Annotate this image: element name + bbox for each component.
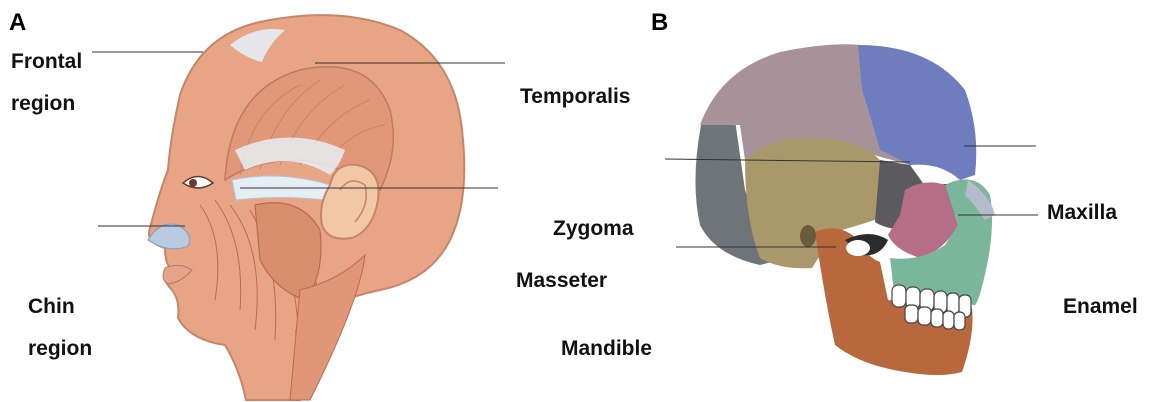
panel-a-letter: A: [9, 11, 26, 35]
ear-canal: [800, 225, 816, 247]
panel-b-letter: B: [651, 11, 668, 35]
label-frontal-line2: region: [11, 93, 75, 114]
label-maxilla: Maxilla: [1047, 202, 1117, 223]
label-zygoma: Zygoma: [553, 218, 634, 239]
label-temporalis: Temporalis: [520, 86, 630, 107]
skull-illustration: [695, 44, 995, 375]
label-chin-line1: Chin: [28, 296, 75, 317]
label-mandible: Mandible: [561, 338, 652, 359]
label-frontal-line1: Frontal: [11, 51, 82, 72]
label-enamel: Enamel: [1063, 296, 1138, 317]
label-chin-line2: region: [28, 338, 92, 359]
label-masseter: Masseter: [516, 270, 607, 291]
